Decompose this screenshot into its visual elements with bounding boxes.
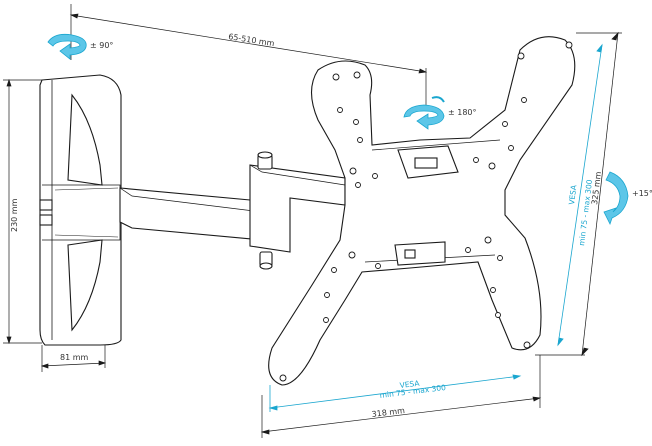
vesa-horizontal-label: VESA [399,379,421,390]
wall-height-label: 230 mm [10,198,19,232]
vesa-mount-plate [268,36,576,386]
vesa-vertical-label: VESA [567,184,578,206]
rotate-arrow-icon [403,96,445,130]
dim-wall-height [3,78,42,345]
dim-vesa-vertical [557,43,603,347]
swing-arm [119,151,346,270]
rotate-label: ± 180° [448,108,477,117]
swivel-label: ± 90° [90,41,113,50]
dim-wall-width [40,345,107,372]
mount-holes [279,41,573,382]
swivel-arrow-icon [47,33,87,60]
dim-arm-reach [69,4,428,108]
arm-reach-label: 65-510 mm [228,32,276,48]
mount-height-label: 325 mm [590,171,603,205]
mount-width-label: 318 mm [371,406,405,419]
wall-plate [39,74,122,346]
dim-vesa-horizontal [268,374,522,412]
dim-mount-height [535,31,622,357]
vesa-vertical-range: min 75 - max 300 [577,179,594,246]
wall-width-label: 81 mm [60,353,89,362]
dim-mount-width [260,355,542,438]
tilt-arrow-icon [603,171,629,226]
tilt-label: +15° [632,189,652,198]
